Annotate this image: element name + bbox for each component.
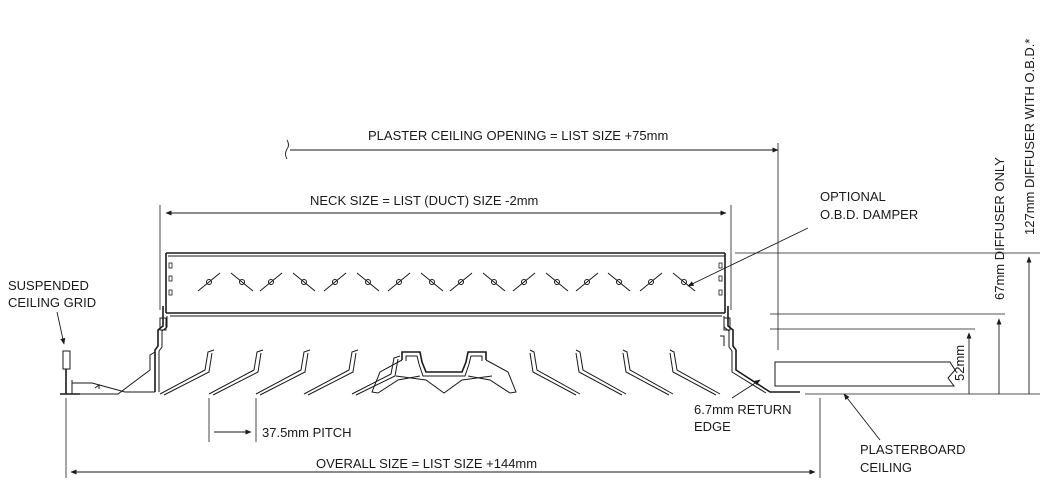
louvre-blade: [208, 349, 264, 396]
right-blades: [529, 349, 721, 396]
right-side-frame: [720, 306, 800, 394]
damper-blade: [420, 272, 444, 292]
neck-size-label: NECK SIZE = LIST (DUCT) SIZE -2mm: [310, 193, 538, 208]
optional-label: OPTIONAL: [820, 189, 886, 204]
damper-blade: [230, 272, 254, 292]
louvre-blade: [159, 349, 215, 396]
ceiling-grid-tee: [60, 350, 100, 395]
left-blades: [159, 349, 401, 396]
height-dimensions: [735, 252, 1040, 395]
plasterboard-label: PLASTERBOARD: [860, 442, 965, 457]
diffuser-with-obd-label: 127mm DIFFUSER WITH O.B.D.*: [1022, 39, 1037, 235]
diffuser-only-label: 67mm DIFFUSER ONLY: [992, 157, 1007, 300]
plasterboard-ceiling-label: CEILING: [860, 460, 912, 475]
damper-blade: [197, 272, 221, 292]
pitch-dimension: [208, 398, 257, 442]
neck-size-dimension: [159, 205, 732, 310]
return-edge-label: 6.7mm RETURN: [694, 402, 792, 417]
overall-size-label: OVERALL SIZE = LIST SIZE +144mm: [316, 456, 537, 471]
louvre-blade: [669, 349, 721, 396]
damper-blade: [292, 272, 316, 292]
plaster-opening-dimension: [285, 139, 779, 350]
damper-blade: [259, 272, 283, 292]
dim-52-label: 52mm: [952, 345, 967, 381]
obd-damper-box: [165, 252, 726, 317]
damper-blade: [356, 272, 380, 292]
damper-blade: [482, 272, 506, 292]
louvre-blade: [351, 355, 401, 396]
obd-leader-line: [687, 227, 809, 287]
damper-blade: [449, 272, 473, 292]
louvre-blade: [255, 349, 311, 396]
overall-size-dimension: [65, 398, 821, 478]
return-edge-leader: [731, 379, 761, 399]
return-edge-label-2: EDGE: [694, 419, 731, 434]
louvre-blade: [529, 349, 581, 396]
louvre-blade: [575, 349, 627, 396]
damper-blade: [323, 272, 347, 292]
damper-blades: [197, 272, 696, 292]
suspended-label: SUSPENDED: [8, 278, 89, 293]
damper-blade: [672, 272, 696, 292]
pitch-label: 37.5mm PITCH: [262, 425, 352, 440]
plaster-opening-label: PLASTER CEILING OPENING = LIST SIZE +75m…: [368, 128, 668, 143]
damper-blade: [545, 272, 569, 292]
louvre-blade: [303, 349, 359, 396]
damper-blade: [387, 272, 411, 292]
ceiling-grid-label: CEILING GRID: [8, 295, 96, 310]
damper-blade: [639, 272, 663, 292]
plasterboard-leader: [843, 393, 881, 441]
left-flange: [70, 351, 156, 395]
damper-blade: [512, 272, 536, 292]
obd-damper-label: O.B.D. DAMPER: [820, 207, 918, 222]
left-side-frame: [91, 306, 168, 393]
plasterboard: [774, 361, 956, 387]
louvre-blade: [622, 349, 674, 396]
center-core: [371, 351, 517, 394]
damper-blade: [575, 272, 599, 292]
damper-blade: [607, 272, 631, 292]
suspended-leader: [56, 311, 66, 345]
